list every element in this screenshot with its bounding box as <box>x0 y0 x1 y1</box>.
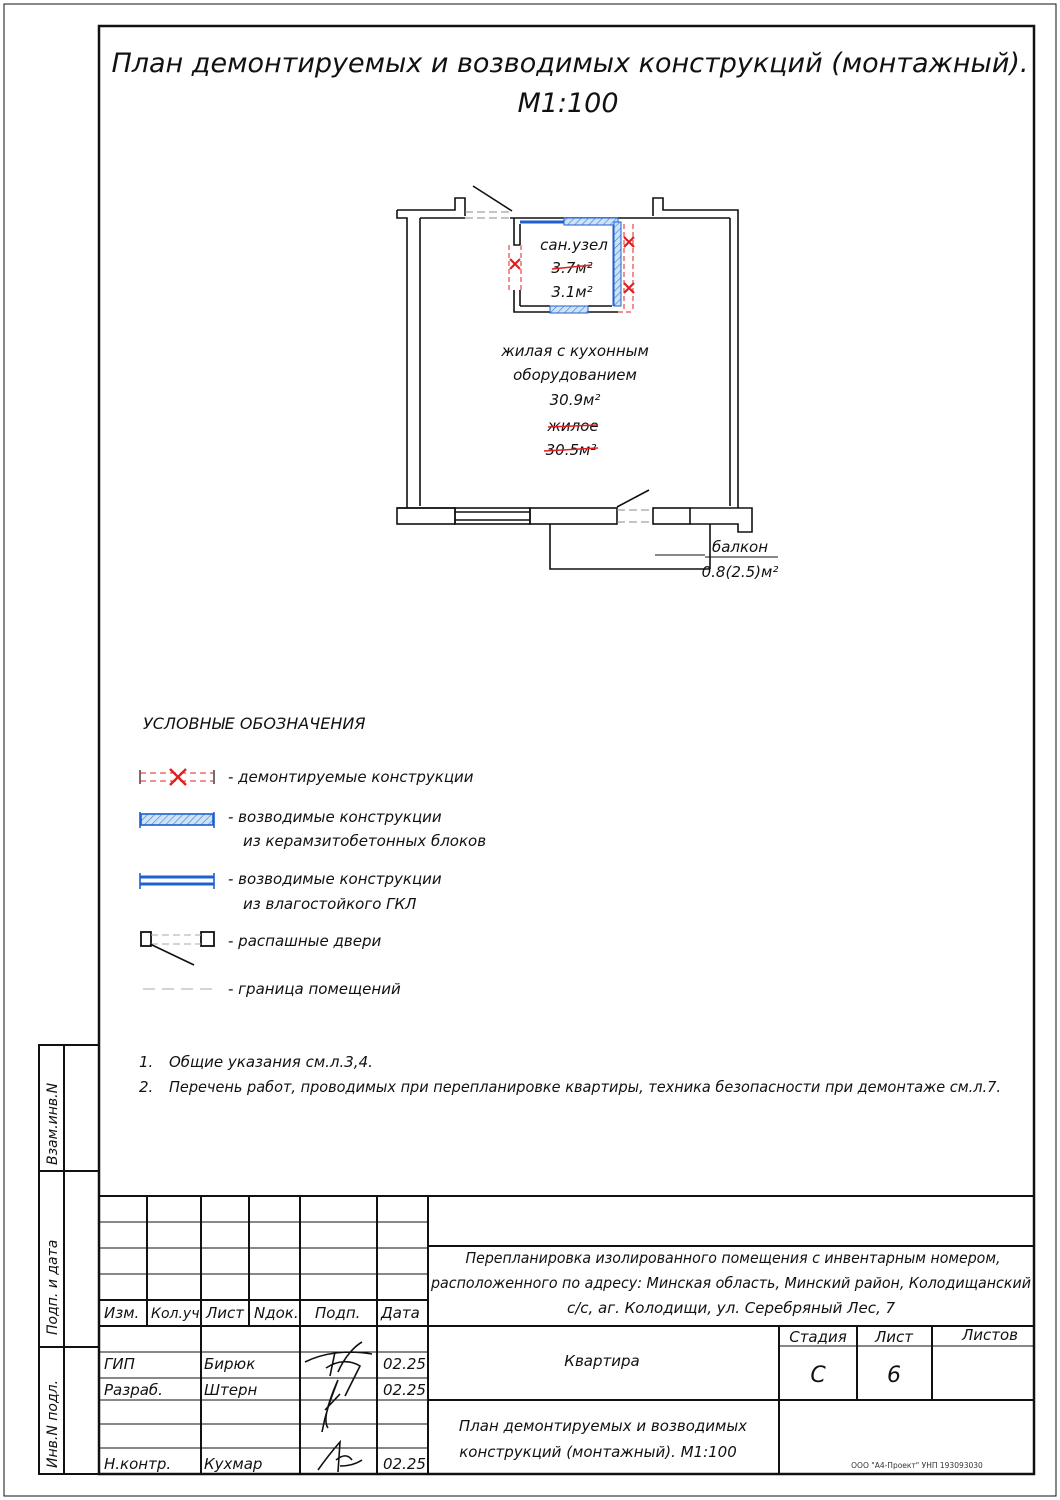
note-2-text: Перечень работ, проводимых при переплани… <box>169 1078 1001 1096</box>
signature-nkontr <box>317 1439 363 1473</box>
tb-date-nkontr: 02.25 <box>383 1455 426 1473</box>
tb-header-data: Дата <box>380 1304 420 1322</box>
bathroom-old-area: 3.7м² <box>551 259 592 277</box>
demolition-marks <box>509 236 635 294</box>
tb-project-line2: расположенного по адресу: Минская област… <box>430 1274 1031 1292</box>
tb-role-razrab: Разраб. <box>104 1381 163 1399</box>
signature-gip <box>304 1341 373 1397</box>
side-stamp-vzam: Взам.инв.N <box>45 1082 61 1165</box>
legend-item-5-text: - граница помещений <box>228 980 401 998</box>
side-stamp-inv: Инв.N подл. <box>45 1380 61 1468</box>
legend: УСЛОВНЫЕ ОБОЗНАЧЕНИЯ - демонтируемые кон… <box>139 714 486 998</box>
balcony-leader <box>655 554 778 558</box>
side-stamp <box>38 1044 100 1475</box>
tb-name-gip: Бирюк <box>204 1355 255 1373</box>
legend-item-2-line1: - возводимые конструкции <box>228 808 442 826</box>
legend-item-2-line2: из керамзитобетонных блоков <box>243 832 486 850</box>
tb-list-label: Лист <box>874 1328 914 1346</box>
tb-header-kol: Кол.уч. <box>151 1306 204 1322</box>
living-area: 30.9м² <box>550 391 601 409</box>
tb-company: ООО "А4-Проект" УНП 193093030 <box>851 1461 983 1470</box>
legend-item-3-line1: - возводимые конструкции <box>228 870 442 888</box>
new-block-wall-bottom <box>549 305 589 314</box>
door-entrance <box>465 185 513 219</box>
door-balcony <box>616 489 653 523</box>
tb-header-izm: Изм. <box>104 1304 139 1322</box>
side-stamp-podp: Подп. и дата <box>45 1240 61 1335</box>
legend-symbol-gkl <box>139 873 215 889</box>
living-label-line1: жилая с кухонным <box>500 342 649 360</box>
note-2-num: 2. <box>139 1078 153 1096</box>
tb-header-ndok: Nдок. <box>254 1304 299 1322</box>
title-block <box>99 1195 1034 1474</box>
plan-title-line2: М1:100 <box>517 88 618 119</box>
tb-object: Квартира <box>564 1352 639 1370</box>
tb-listov-label: Листов <box>961 1326 1018 1344</box>
note-1-num: 1. <box>139 1053 153 1071</box>
legend-symbol-door <box>140 931 215 966</box>
notes: 1. Общие указания см.л.3,4. 2. Перечень … <box>139 1053 1001 1096</box>
tb-list-value: 6 <box>887 1363 901 1388</box>
tb-role-nkontr: Н.контр. <box>104 1455 171 1473</box>
legend-item-3-line2: из влагостойкого ГКЛ <box>243 895 416 913</box>
tb-header-list: Лист <box>205 1304 245 1322</box>
signature-razrab <box>321 1379 341 1433</box>
new-block-wall-top <box>563 217 619 226</box>
note-1-text: Общие указания см.л.3,4. <box>169 1053 373 1071</box>
legend-heading: УСЛОВНЫЕ ОБОЗНАЧЕНИЯ <box>143 714 365 733</box>
tb-header-podp: Подп. <box>315 1304 360 1322</box>
sheet-frame <box>3 3 1057 1497</box>
bathroom: сан.узел 3.7м² 3.1м² <box>508 217 635 314</box>
bathroom-new-area: 3.1м² <box>551 283 592 301</box>
demolished-walls <box>508 224 634 313</box>
outer-walls <box>396 197 753 570</box>
tb-name-razrab: Штерн <box>204 1381 258 1399</box>
legend-symbol-block <box>139 812 215 828</box>
plan-title-line1: План демонтируемых и возводимых конструк… <box>111 48 1028 79</box>
new-block-wall-right <box>613 221 622 307</box>
tb-role-gip: ГИП <box>104 1355 135 1373</box>
living-label-line2: оборудованием <box>513 366 637 384</box>
tb-project-line3: с/с, аг. Колодищи, ул. Серебряный Лес, 7 <box>567 1299 896 1317</box>
legend-item-4-text: - распашные двери <box>228 932 381 950</box>
balcony-area: 0.8(2.5)м² <box>702 563 779 581</box>
tb-name-nkontr: Кухмар <box>204 1455 262 1473</box>
tb-stage-value: С <box>810 1363 826 1388</box>
legend-symbol-demolished <box>139 768 215 786</box>
tb-project-line1: Перепланировка изолированного помещения … <box>466 1249 1001 1267</box>
tb-sheet-name-line2: конструкций (монтажный). М1:100 <box>459 1443 737 1461</box>
tb-date-gip: 02.25 <box>383 1355 426 1373</box>
balcony-name: балкон <box>712 538 768 556</box>
tb-stage-label: Стадия <box>789 1328 847 1346</box>
tb-sheet-name-line1: План демонтируемых и возводимых <box>459 1417 747 1435</box>
tb-date-razrab: 02.25 <box>383 1381 426 1399</box>
legend-item-1-text: - демонтируемые конструкции <box>228 768 474 786</box>
floor-plan: сан.узел 3.7м² 3.1м² жилая с кухонным об… <box>396 185 779 581</box>
bathroom-name: сан.узел <box>540 236 608 254</box>
